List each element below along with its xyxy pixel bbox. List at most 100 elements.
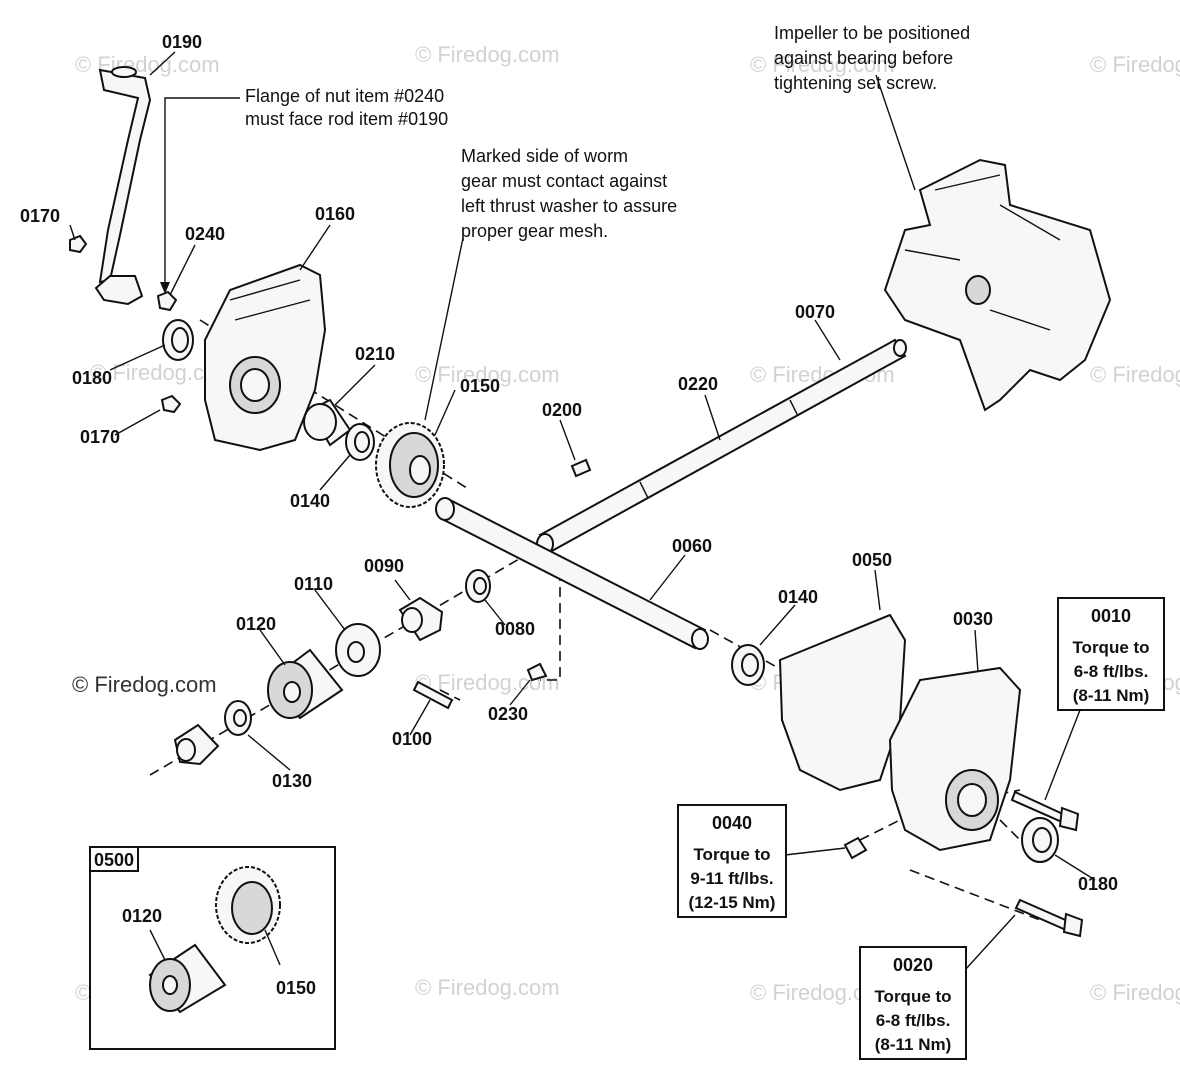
note-line: Marked side of worm [461,146,628,166]
torque-box-0010: 0010 Torque to 6-8 ft/lbs. (8-11 Nm) [1057,597,1165,711]
torque-line: (8-11 Nm) [875,1035,952,1054]
part-label-0080: 0080 [495,619,535,639]
nut-0170-lower [160,394,182,414]
part-label-0200: 0200 [542,400,582,420]
key-guide [540,555,561,681]
torque-box-id: 0010 [1091,606,1131,626]
kit-id: 0500 [94,850,134,870]
nut-0240 [156,290,178,312]
impeller [883,158,1112,412]
note-line: gear must contact against [461,171,667,191]
note-line: Flange of nut item #0240 [245,86,444,106]
part-label-0220: 0220 [678,374,718,394]
part-label-0070: 0070 [795,302,835,322]
part-label-0110: 0110 [294,574,333,594]
watermark: © Firedog.com [415,42,560,67]
collar-0110 [335,623,381,677]
note-flange: Flange of nut item #0240 must face rod i… [245,86,448,129]
part-label-0130: 0130 [272,771,312,791]
shaft-0060 [435,497,709,650]
leader-lines [69,51,1096,971]
arrow-icon [160,282,170,294]
bolt-0010 [1010,790,1080,832]
note-impeller: Impeller to be positioned against bearin… [774,23,970,93]
bushing-0180-right [1021,817,1059,863]
part-label-0050: 0050 [852,550,892,570]
shaft-0220 [536,338,907,555]
axis-plug [859,819,901,841]
part-label-0140: 0140 [290,491,330,511]
axis-lower-bolt [909,869,1041,921]
key-0230 [526,662,548,682]
part-label-0190: 0190 [162,32,202,52]
washer-0080 [465,569,491,603]
torque-line: Torque to [693,845,770,864]
note-line: left thrust washer to assure [461,196,677,216]
axis-pin [439,689,461,701]
part-label-0230: 0230 [488,704,528,724]
torque-line: Torque to [874,987,951,1006]
watermark: © Firedog.com [415,362,560,387]
gasket-0050 [778,613,907,792]
part-label-0150: 0150 [460,376,500,396]
part-label-0170: 0170 [80,427,120,447]
note-line: proper gear mesh. [461,221,608,241]
watermark: © Firedog.com [415,975,560,1000]
part-label-0120: 0120 [122,906,162,926]
part-label-0120: 0120 [236,614,276,634]
note-worm-gear: Marked side of worm gear must contact ag… [461,146,677,241]
part-label-0140: 0140 [778,587,818,607]
bearing-0090-lower [173,723,220,766]
housing-0030 [888,666,1022,852]
housing-0160 [204,263,327,452]
part-label-0100: 0100 [392,729,432,749]
note-line: tightening set screw. [774,73,937,93]
watermark: © Firedog.com [1090,52,1180,77]
part-label-0180: 0180 [72,368,112,388]
bushing-0210 [303,398,352,447]
part-label-0240: 0240 [185,224,225,244]
bearing-0090 [398,596,444,642]
torque-box-id: 0040 [712,813,752,833]
gear-0150 [375,422,445,508]
note-line: Impeller to be positioned [774,23,970,43]
watermark: © Firedog.com [750,52,895,77]
watermark: © Firedog.com [1090,980,1180,1005]
torque-box-0020: 0020 Torque to 6-8 ft/lbs. (8-11 Nm) [859,946,967,1060]
bushing-0180-left [162,319,194,361]
washer-0140-right [731,644,765,686]
part-label-0160: 0160 [315,204,355,224]
torque-line: 6-8 ft/lbs. [1074,662,1149,681]
torque-line: 6-8 ft/lbs. [876,1011,951,1030]
torque-line: (12-15 Nm) [689,893,776,912]
torque-line: 9-11 ft/lbs. [690,869,773,888]
part-label-0210: 0210 [355,344,395,364]
washer-0140-left [345,423,375,461]
part-labels: 0190 0170 0240 0160 0180 0170 0210 0140 … [20,32,1118,894]
watermark: © Firedog.com [75,52,220,77]
pin-0100 [412,680,454,710]
note-line: against bearing before [774,48,953,68]
watermark: © Firedog.com [1090,362,1180,387]
washer-0130 [224,700,252,736]
nut-0170-upper [69,234,88,254]
note-line: must face rod item #0190 [245,109,448,129]
part-label-0060: 0060 [672,536,712,556]
kit-0500-inset: 0500 0120 0150 [89,846,336,1050]
rod-0190 [94,66,152,306]
torque-box-0040: 0040 Torque to 9-11 ft/lbs. (12-15 Nm) [677,804,787,918]
torque-line: Torque to [1072,638,1149,657]
plug-0040 [843,836,868,860]
worm-0120 [267,648,344,720]
key-0200 [570,458,592,478]
part-label-0180: 0180 [1078,874,1118,894]
bolt-0020 [1014,898,1084,938]
part-label-0030: 0030 [953,609,993,629]
part-label-0090: 0090 [364,556,404,576]
watermark: © Firedog.com [72,672,217,697]
part-label-0150: 0150 [276,978,316,998]
torque-box-id: 0020 [893,955,933,975]
part-label-0170: 0170 [20,206,60,226]
torque-line: (8-11 Nm) [1073,686,1150,705]
